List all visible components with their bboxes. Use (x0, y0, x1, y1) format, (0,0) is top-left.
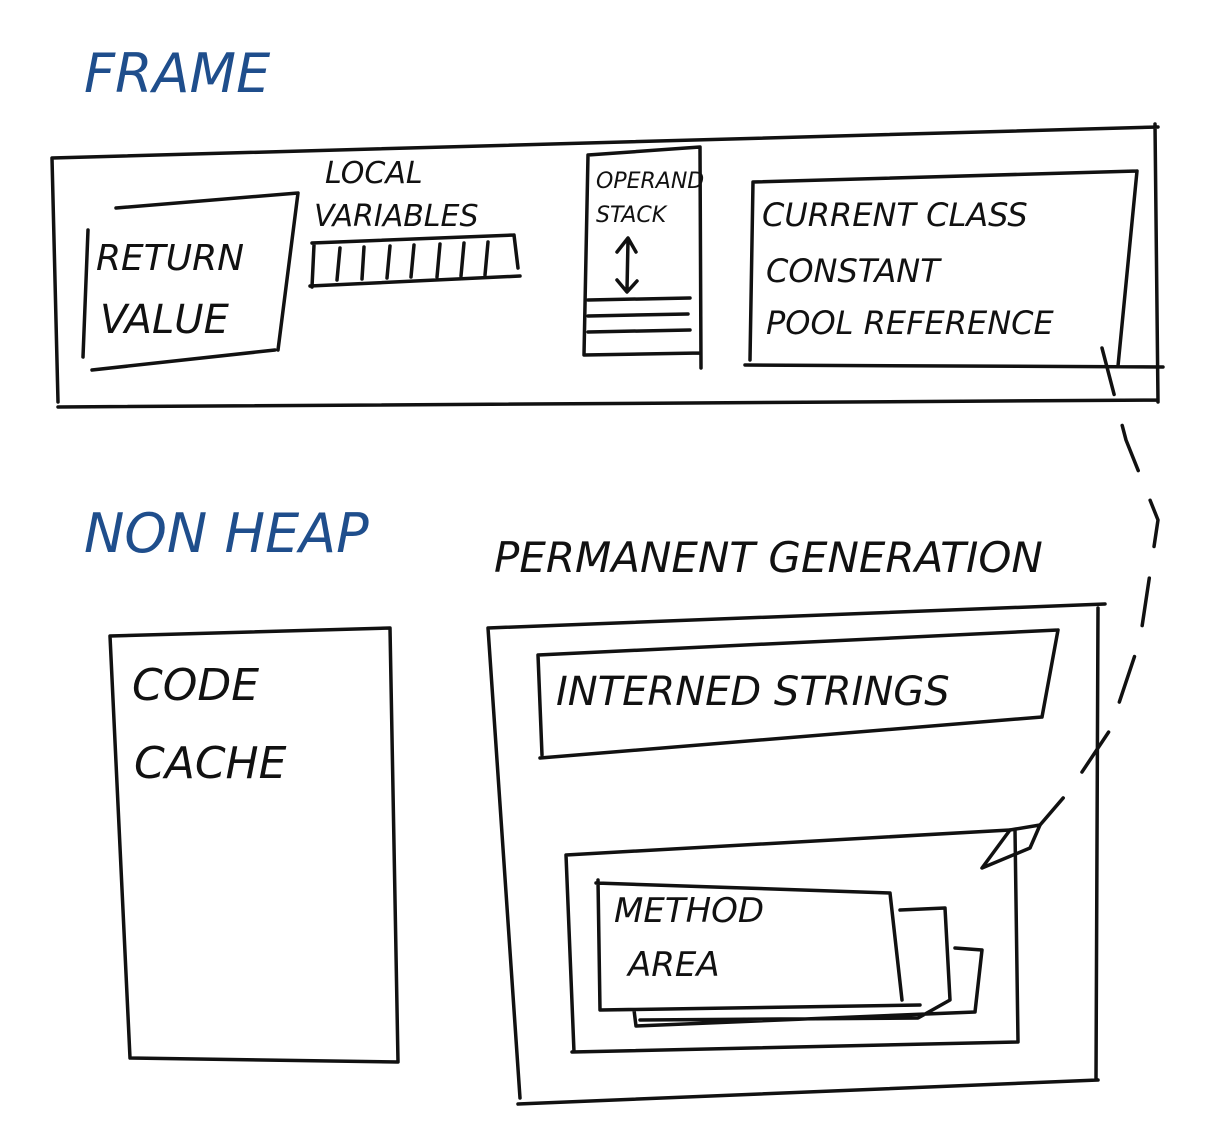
code-cache-label-line1: CODE (132, 660, 259, 711)
code-cache-box (108, 626, 400, 1064)
permanent-generation-label: PERMANENT GENERATION (494, 533, 1043, 582)
method-area-container (564, 828, 1020, 1054)
return-value-label-line1: RETURN (96, 238, 244, 279)
constant-pool-label-line2: CONSTANT (766, 252, 942, 290)
method-area-label-line2: AREA (626, 945, 720, 985)
return-value-label-line2: VALUE (100, 297, 230, 343)
code-cache-label-line2: CACHE (134, 738, 287, 789)
operand-stack-label-line1: OPERAND (596, 169, 704, 194)
frame-box (50, 122, 1160, 409)
constant-pool-label-line3: POOL REFERENCE (766, 304, 1054, 342)
operand-stack-box (582, 145, 703, 370)
method-area-label-line1: METHOD (614, 891, 764, 931)
local-variables-label-line2: VARIABLES (314, 199, 479, 234)
non-heap-title: NON HEAP (84, 502, 369, 565)
reference-arrow (1038, 346, 1160, 827)
constant-pool-label-line1: CURRENT CLASS (762, 196, 1028, 234)
interned-strings-label: INTERNED STRINGS (556, 669, 950, 715)
return-value-box (81, 191, 300, 372)
interned-strings-box (536, 628, 1060, 760)
local-variables-array (308, 233, 522, 289)
method-area-stack (594, 878, 984, 1028)
up-down-arrow-icon (615, 236, 639, 294)
local-variables-label-line1: LOCAL (325, 156, 423, 191)
arrow-head-icon (980, 823, 1042, 870)
constant-pool-box (743, 169, 1165, 369)
frame-title: FRAME (84, 42, 271, 105)
operand-stack-label-line2: STACK (596, 203, 668, 228)
permanent-generation-box (486, 602, 1107, 1106)
